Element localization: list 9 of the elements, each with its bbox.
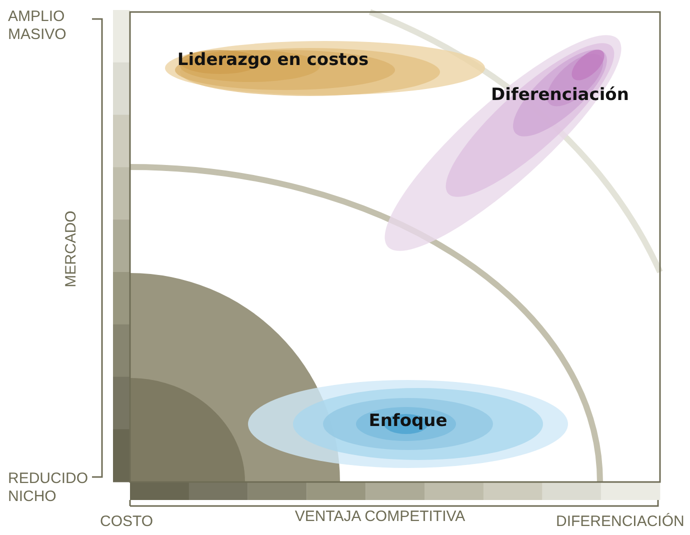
axis-label: COSTO [100, 513, 154, 531]
axis-label: DIFERENCIACIÓN [556, 513, 684, 531]
region-label: Liderazgo en costos [177, 50, 369, 70]
region-label: Diferenciación [491, 85, 629, 105]
axis-label: REDUCIDO NICHO [8, 470, 90, 506]
axis-label: MERCADO [62, 210, 80, 288]
region-label: Enfoque [368, 411, 448, 431]
axis-label: AMPLIO MASIVO [8, 8, 68, 44]
axis-label: VENTAJA COMPETITIVA [294, 508, 466, 526]
